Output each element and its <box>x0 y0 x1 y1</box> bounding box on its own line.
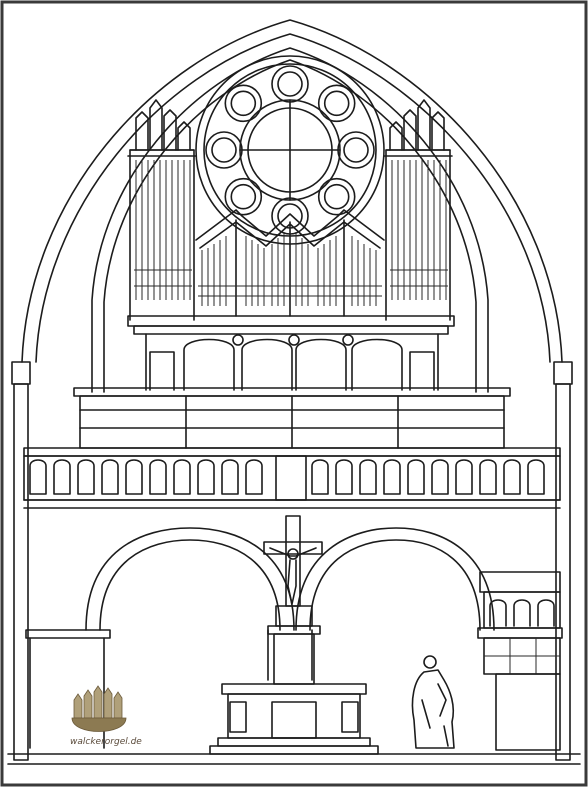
watermark-text: walckerorgel.de <box>70 737 142 747</box>
side-chapel-right <box>477 571 563 751</box>
gallery-front <box>23 447 561 509</box>
organ-case <box>127 99 455 391</box>
gallery-upper-rail <box>73 387 511 449</box>
gothic-arch <box>21 19 563 393</box>
gallery-arcade-left <box>29 459 263 495</box>
organ-impost <box>127 315 455 391</box>
rose-window <box>195 55 385 245</box>
organ-right-tower <box>383 99 453 321</box>
walcker-logo <box>71 685 127 732</box>
wall-pilasters <box>11 361 573 761</box>
gallery-arcade-right <box>311 459 545 495</box>
standing-figure <box>411 655 455 749</box>
organ-middle-flats <box>195 209 385 317</box>
organ-left-tower <box>127 99 197 321</box>
floor <box>7 753 581 765</box>
